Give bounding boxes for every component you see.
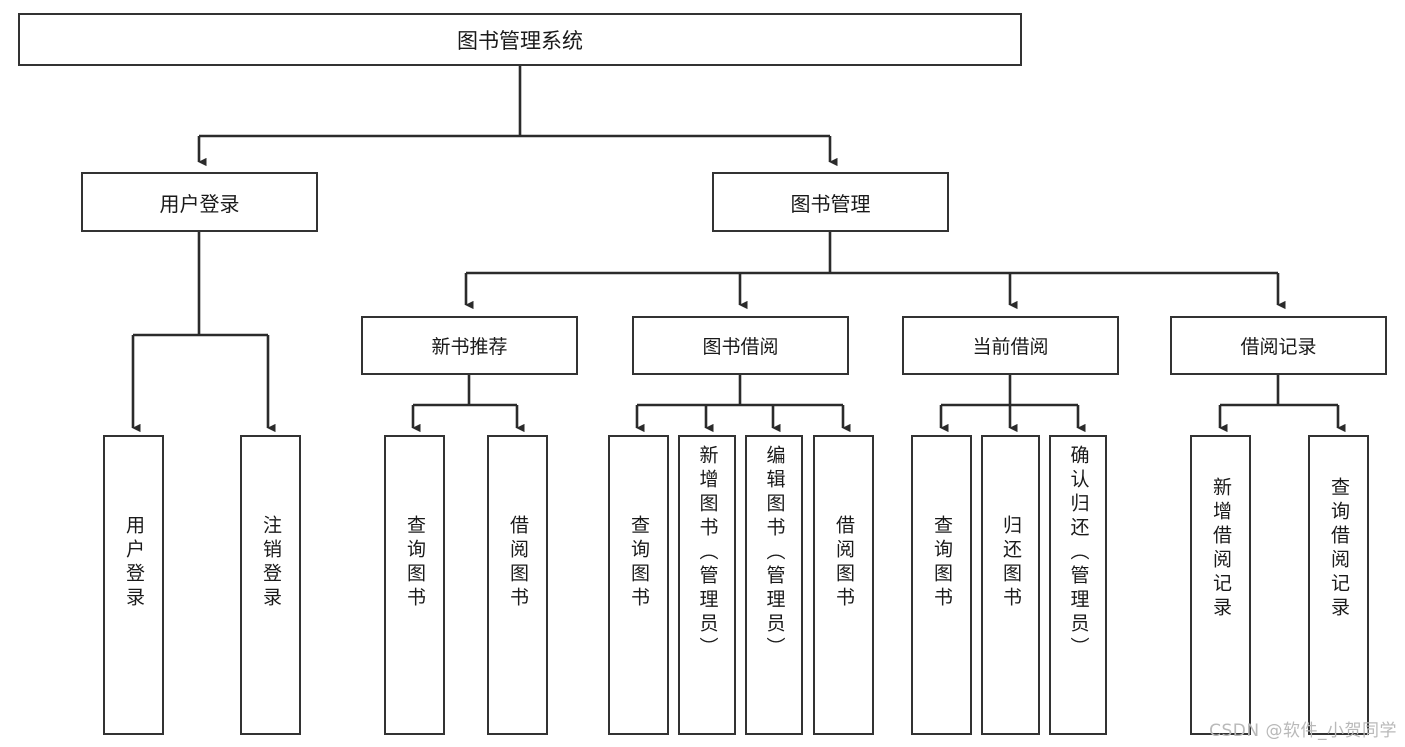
node-current-borrow[interactable]: 当前借阅 xyxy=(902,316,1119,375)
node-leaf-query-record[interactable]: 查询借阅记录 xyxy=(1308,435,1369,735)
node-borrow-record[interactable]: 借阅记录 xyxy=(1170,316,1387,375)
node-leaf-add-book[interactable]: 新增图书（管理员） xyxy=(678,435,736,735)
node-leaf-query-book-3-label: 查询图书 xyxy=(931,515,953,611)
node-leaf-query-book-3[interactable]: 查询图书 xyxy=(911,435,972,735)
node-leaf-user-login[interactable]: 用户登录 xyxy=(103,435,164,735)
node-leaf-add-record-label: 新增借阅记录 xyxy=(1210,477,1232,621)
node-book-borrow[interactable]: 图书借阅 xyxy=(632,316,849,375)
node-leaf-logout[interactable]: 注销登录 xyxy=(240,435,301,735)
csdn-watermark: CSDN @软件_小贺同学 xyxy=(1209,721,1397,741)
node-leaf-edit-book[interactable]: 编辑图书（管理员） xyxy=(745,435,803,735)
node-leaf-query-book-1[interactable]: 查询图书 xyxy=(384,435,445,735)
node-root[interactable]: 图书管理系统 xyxy=(18,13,1022,66)
node-leaf-user-login-label: 用户登录 xyxy=(123,515,145,611)
node-book-borrow-label: 图书借阅 xyxy=(702,336,779,358)
node-leaf-confirm-return-label: 确认归还（管理员） xyxy=(1067,445,1090,661)
node-leaf-add-record[interactable]: 新增借阅记录 xyxy=(1190,435,1251,735)
node-user-login-label: 用户登录 xyxy=(159,191,240,216)
node-user-login[interactable]: 用户登录 xyxy=(81,172,318,232)
node-new-book-recommend-label: 新书推荐 xyxy=(431,336,508,358)
node-leaf-borrow-book-1-label: 借阅图书 xyxy=(507,515,529,611)
node-leaf-confirm-return[interactable]: 确认归还（管理员） xyxy=(1049,435,1107,735)
node-root-label: 图书管理系统 xyxy=(457,28,583,53)
node-book-management-label: 图书管理 xyxy=(790,191,871,216)
node-leaf-add-book-label: 新增图书（管理员） xyxy=(696,445,719,661)
node-new-book-recommend[interactable]: 新书推荐 xyxy=(361,316,578,375)
node-leaf-borrow-book-2-label: 借阅图书 xyxy=(833,515,855,611)
node-current-borrow-label: 当前借阅 xyxy=(972,336,1049,358)
node-leaf-query-book-1-label: 查询图书 xyxy=(404,515,426,611)
node-leaf-borrow-book-1[interactable]: 借阅图书 xyxy=(487,435,548,735)
node-leaf-query-record-label: 查询借阅记录 xyxy=(1328,477,1350,621)
node-leaf-borrow-book-2[interactable]: 借阅图书 xyxy=(813,435,874,735)
node-leaf-logout-label: 注销登录 xyxy=(260,515,282,611)
node-leaf-query-book-2-label: 查询图书 xyxy=(628,515,650,611)
node-leaf-edit-book-label: 编辑图书（管理员） xyxy=(763,445,786,661)
node-borrow-record-label: 借阅记录 xyxy=(1240,336,1317,358)
node-leaf-return-book-label: 归还图书 xyxy=(1000,515,1022,611)
node-book-management[interactable]: 图书管理 xyxy=(712,172,949,232)
node-leaf-query-book-2[interactable]: 查询图书 xyxy=(608,435,669,735)
node-leaf-return-book[interactable]: 归还图书 xyxy=(981,435,1040,735)
